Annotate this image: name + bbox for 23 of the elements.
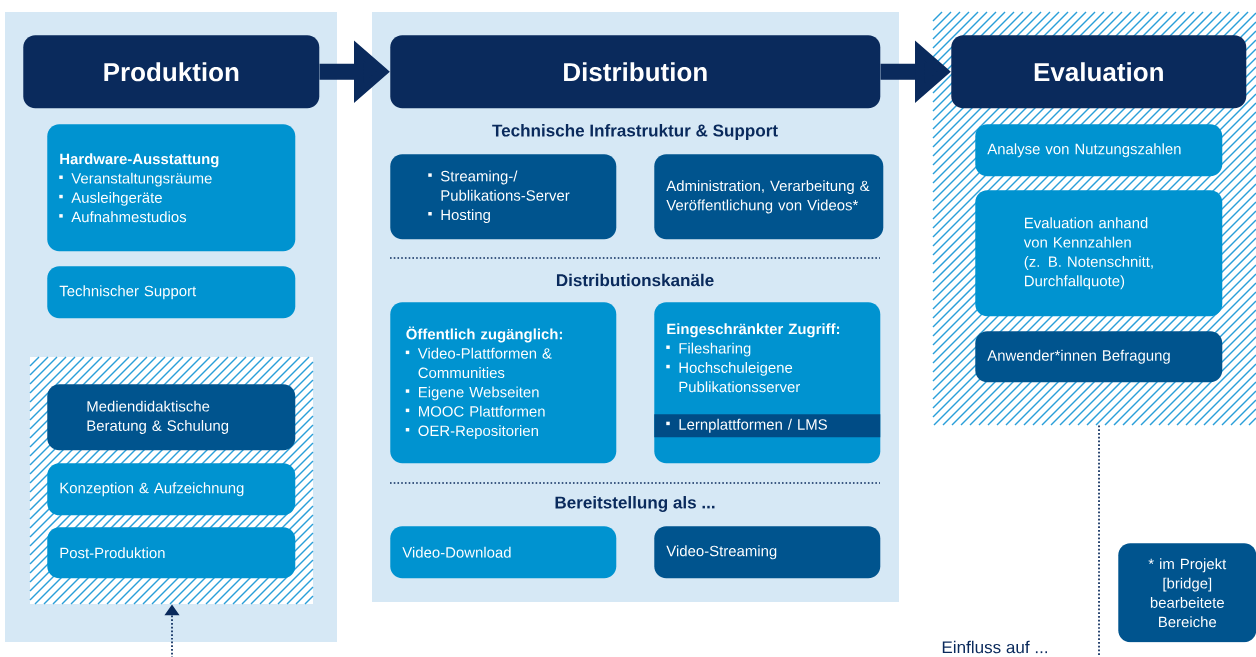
- info-box: Video-Download: [390, 526, 617, 579]
- section-heading: Bereitstellung als ...: [555, 496, 715, 512]
- section-heading: Distributionskanäle: [556, 273, 714, 287]
- info-box: Video-Streaming: [654, 526, 881, 579]
- arrow: [164, 424, 1100, 657]
- info-box: Anwender*innen Befragung: [975, 331, 1223, 383]
- info-box: Öffentlich zugänglich: Video-Plattformen & Communities Eigene Webseiten MOOC Plattformen OER-Repositorien: [390, 302, 617, 464]
- info-box: Streaming-/ Publikations-Server Hosting: [390, 154, 617, 240]
- info-box: Evaluation anhand von Kennzahlen (z. B. Notenschnitt, Durchfallquote): [975, 190, 1223, 317]
- highlight-band: Lernplattformen / LMS: [654, 414, 881, 438]
- edge-label: Einfluss auf ...: [942, 640, 1048, 654]
- info-box: Administration, Verarbeitung & Veröffentlichung von Videos*: [654, 154, 884, 240]
- note-box: * im Projekt [bridge] bearbeitete Bereiche: [1118, 543, 1256, 643]
- stage-header: Distribution: [390, 35, 881, 109]
- info-box: Technischer Support: [47, 266, 296, 319]
- section-heading: Technische Infrastruktur & Support: [492, 124, 778, 140]
- info-box: Analyse von Nutzungszahlen: [975, 124, 1223, 177]
- info-box: Hardware-Ausstattung Veranstaltungsräume Ausleihgeräte Aufnahmestudios: [47, 124, 296, 252]
- stage-header: Evaluation: [951, 35, 1247, 109]
- info-box: Post-Produktion: [47, 527, 296, 579]
- stage-header: Produktion: [23, 35, 320, 109]
- info-box: Mediendidaktische Beratung & Schulung: [47, 384, 296, 451]
- info-box: Konzeption & Aufzeichnung: [47, 463, 296, 516]
